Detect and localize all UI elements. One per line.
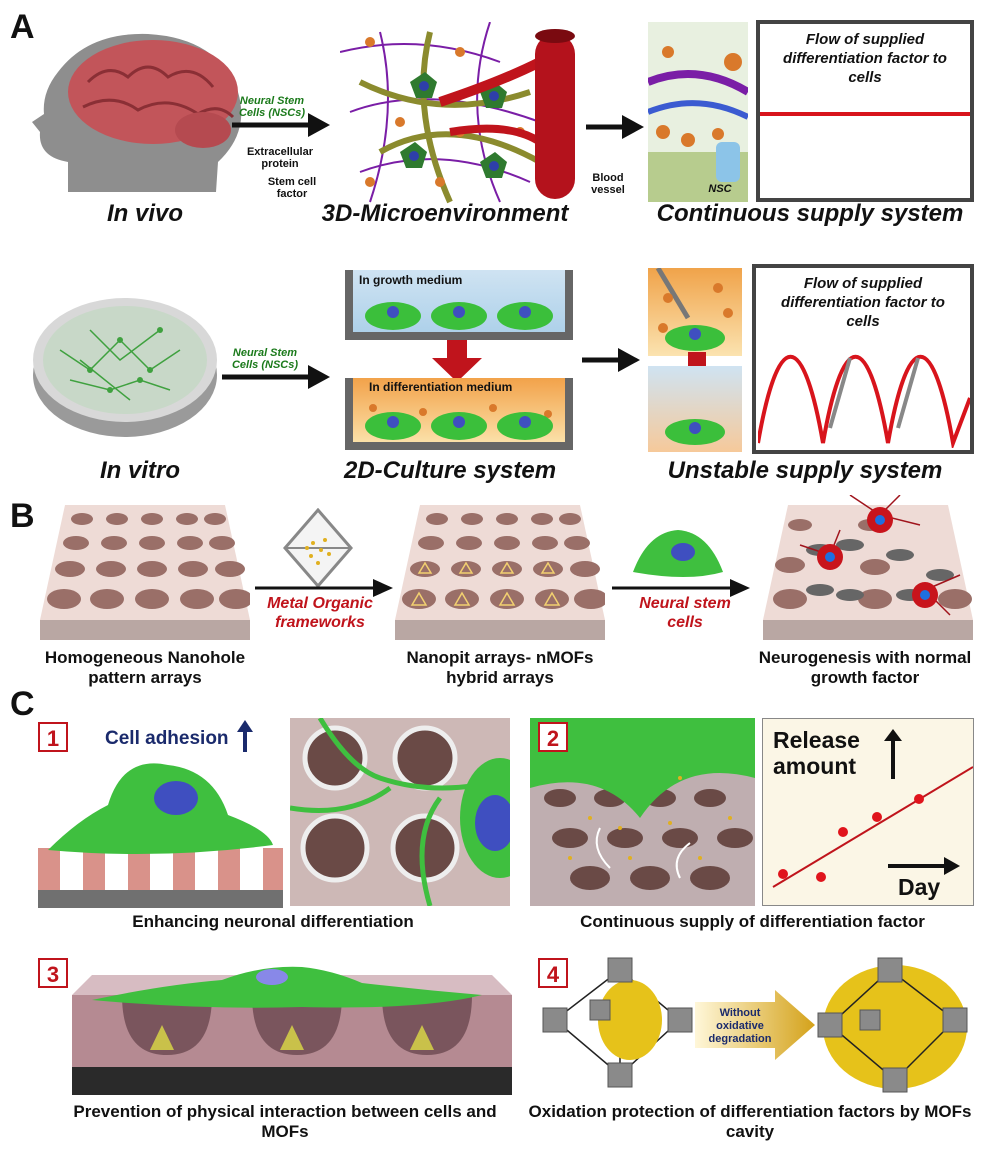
arrow-bottom-2	[582, 348, 640, 372]
arrow-top-1	[232, 113, 330, 137]
number-badge-4: 4	[538, 958, 568, 988]
differentiation-medium-well: In differentiation medium	[345, 378, 573, 450]
in-vivo-caption: In vivo	[106, 200, 184, 227]
mof-cage-before	[542, 957, 693, 1088]
pipette-top-drawing	[655, 268, 733, 351]
cell-adhesion-up-arrow-icon	[237, 720, 253, 752]
without-oxidative-label: Without oxidative degradation	[708, 1007, 772, 1045]
nsc-label-top: Neural Stem Cells (NSCs)	[238, 95, 306, 119]
growth-cells	[365, 302, 553, 330]
growth-medium-well: In growth medium	[345, 270, 573, 340]
nanohole-plate-2	[395, 505, 605, 640]
arrow-top-2	[586, 115, 644, 139]
mof-octahedron-b	[283, 508, 353, 588]
oxidation-arrow	[695, 990, 815, 1060]
neural-stem-cells-label: Neural stem cells	[639, 595, 731, 631]
nanohole-plate-1	[40, 505, 250, 640]
release-point-2	[816, 872, 826, 882]
release-x-right-arrow-icon	[888, 857, 960, 875]
panel-label-b: B	[10, 497, 35, 535]
culture-system-caption: 2D-Culture system	[343, 457, 557, 484]
red-down-arrow-left	[432, 340, 482, 382]
flow-box-continuous: Flow of supplied differentiation factor …	[756, 20, 974, 202]
pipette-panel-bottom	[648, 366, 742, 452]
metal-organic-label: Metal Organic frameworks	[267, 595, 373, 631]
number-badge-3: 3	[38, 958, 68, 988]
release-point-1	[778, 869, 788, 879]
in-vitro-caption: In vitro	[99, 457, 180, 484]
release-point-5	[914, 794, 924, 804]
differentiation-cells	[365, 404, 553, 440]
continuous-supply-caption: Continuous supply of differentiation fac…	[580, 912, 925, 931]
head-brain-illustration	[32, 33, 242, 193]
panel-label-c: C	[10, 685, 35, 723]
release-chart: Release amount Day	[762, 718, 974, 906]
flow-box-unstable: Flow of supplied differentiation factor …	[752, 264, 974, 454]
release-xlabel: Day	[898, 874, 941, 900]
blood-vessel-label: Blood vessel	[591, 172, 625, 196]
number-badge-1: 1	[38, 722, 68, 752]
release-ylabel: Release amount	[773, 727, 860, 779]
pipette-bottom-drawing	[665, 419, 725, 445]
flow-box-title-1: Flow of supplied differentiation factor …	[783, 31, 947, 86]
cell-adhesion-label: Cell adhesion	[105, 728, 229, 749]
cell-on-pillars-illustration	[38, 763, 283, 908]
continuous-caption: Continuous supply system	[656, 200, 964, 227]
microenvironment-illustration	[340, 22, 575, 204]
oxidation-caption: Oxidation protection of differentiation …	[528, 1102, 972, 1141]
continuous-supply-drawing	[530, 718, 755, 906]
arrow-b-1	[255, 579, 393, 597]
arrow-b-2	[612, 579, 750, 597]
homogeneous-caption: Homogeneous Nanohole pattern arrays	[44, 648, 246, 687]
mof-pit-crosssection-illustration	[72, 966, 512, 1095]
pillars-zoom-drawing	[290, 718, 510, 906]
release-plot	[772, 766, 973, 888]
continuous-flow-line	[760, 112, 970, 116]
nanopit-caption: Nanopit arrays- nMOFs hybrid arrays	[406, 648, 594, 687]
neurogenesis-plate	[763, 495, 973, 640]
nsc-membrane-illustration	[648, 22, 748, 202]
microenvironment-caption: 3D-Microenvironment	[321, 200, 569, 227]
growth-medium-label: In growth medium	[359, 273, 463, 287]
pipette-panel-top	[648, 268, 742, 356]
release-y-up-arrow-icon	[884, 729, 902, 779]
release-point-3	[838, 827, 848, 837]
prevention-caption: Prevention of physical interaction betwe…	[73, 1102, 497, 1141]
release-point-4	[872, 812, 882, 822]
neurogenesis-caption: Neurogenesis with normal growth factor	[758, 648, 972, 687]
extracellular-protein-label: Extracellular protein	[246, 146, 314, 170]
number-badge-2: 2	[538, 722, 568, 752]
stem-cell-factor-label: Stem cell factor	[267, 176, 317, 200]
differentiation-medium-label: In differentiation medium	[369, 380, 513, 394]
unstable-caption: Unstable supply system	[667, 457, 943, 484]
panel-label-a: A	[10, 8, 35, 46]
enhancing-caption: Enhancing neuronal differentiation	[132, 912, 414, 931]
green-cell-b	[633, 530, 723, 577]
mof-cage-after	[817, 957, 968, 1093]
release-trend-line	[772, 766, 973, 888]
nsc-short-label: NSC	[708, 183, 732, 195]
unstable-flow-wave	[758, 355, 970, 448]
arrow-bottom-1	[222, 365, 330, 389]
nsc-label-bottom: Neural Stem Cells (NSCs)	[231, 347, 299, 371]
petri-dish-illustration	[33, 298, 217, 437]
flow-box-title-2: Flow of supplied differentiation factor …	[781, 275, 945, 330]
pillars-zoom-image	[290, 718, 510, 906]
